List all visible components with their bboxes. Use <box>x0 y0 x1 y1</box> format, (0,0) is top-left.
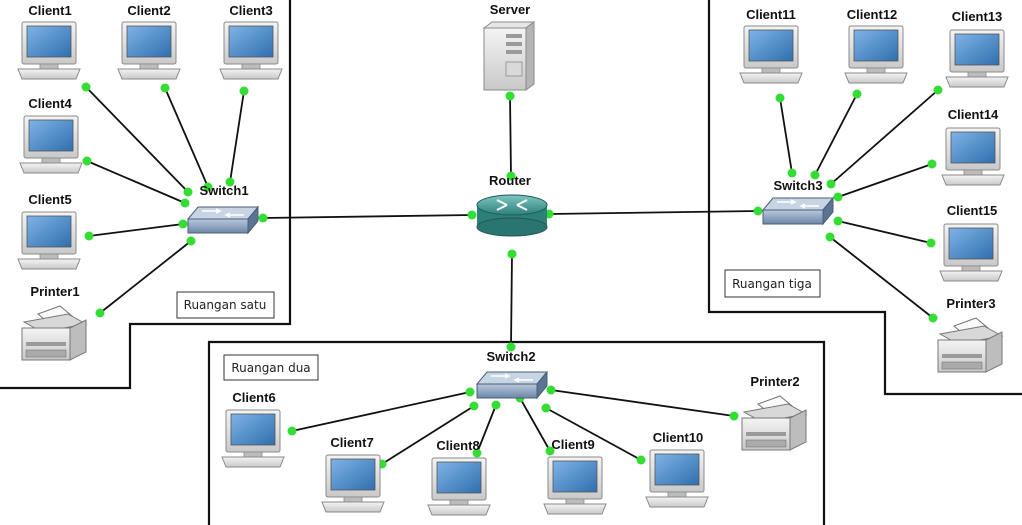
router-icon <box>476 194 548 237</box>
label-client12: Client12 <box>847 7 898 22</box>
server-icon <box>482 21 536 91</box>
border-ruangan-satu <box>0 0 292 390</box>
label-client15: Client15 <box>947 203 998 218</box>
client12-icon <box>844 25 908 84</box>
client7-icon <box>321 454 385 513</box>
label-client11: Client11 <box>746 7 796 22</box>
client1-icon <box>17 21 81 80</box>
client14-icon <box>941 127 1005 186</box>
client3-icon <box>219 21 283 80</box>
label-printer1: Printer1 <box>30 284 79 299</box>
label-client1: Client1 <box>28 3 71 18</box>
room-label-dua: Ruangan dua <box>231 361 310 375</box>
client10-icon <box>645 449 709 508</box>
border-ruangan-tiga <box>707 0 1022 396</box>
switch3-icon <box>762 197 834 225</box>
label-client10: Client10 <box>653 430 704 445</box>
label-client2: Client2 <box>127 3 170 18</box>
label-client13: Client13 <box>952 9 1003 24</box>
label-client5: Client5 <box>28 192 71 207</box>
client11-icon <box>739 25 803 84</box>
client15-icon <box>939 223 1003 282</box>
ports <box>81 82 943 469</box>
label-printer2: Printer2 <box>750 374 799 389</box>
label-client8: Client8 <box>436 438 479 453</box>
label-client7: Client7 <box>330 435 373 450</box>
printer3-icon <box>937 317 1003 373</box>
label-client4: Client4 <box>28 96 72 111</box>
client4-icon <box>19 115 83 174</box>
room-label-tiga: Ruangan tiga <box>732 277 812 291</box>
client2-icon <box>117 21 181 80</box>
printer1-icon <box>21 305 87 361</box>
label-client9: Client9 <box>551 437 594 452</box>
room-label-satu: Ruangan satu <box>184 298 267 312</box>
label-server: Server <box>490 2 530 17</box>
client5-icon <box>17 211 81 270</box>
label-printer3: Printer3 <box>946 296 995 311</box>
label-client3: Client3 <box>229 3 272 18</box>
client9-icon <box>543 456 607 515</box>
label-switch1: Switch1 <box>199 183 248 198</box>
client13-icon <box>945 29 1009 88</box>
client6-icon <box>221 409 285 468</box>
label-client6: Client6 <box>232 390 275 405</box>
label-switch3: Switch3 <box>773 178 822 193</box>
label-switch2: Switch2 <box>486 349 535 364</box>
client8-icon <box>427 457 491 516</box>
switch2-icon <box>476 371 548 399</box>
links <box>85 86 939 465</box>
printer2-icon <box>741 395 807 451</box>
label-client14: Client14 <box>948 107 999 122</box>
switch1-icon <box>187 206 259 234</box>
border-ruangan-dua <box>207 340 826 525</box>
label-router: Router <box>489 173 531 188</box>
